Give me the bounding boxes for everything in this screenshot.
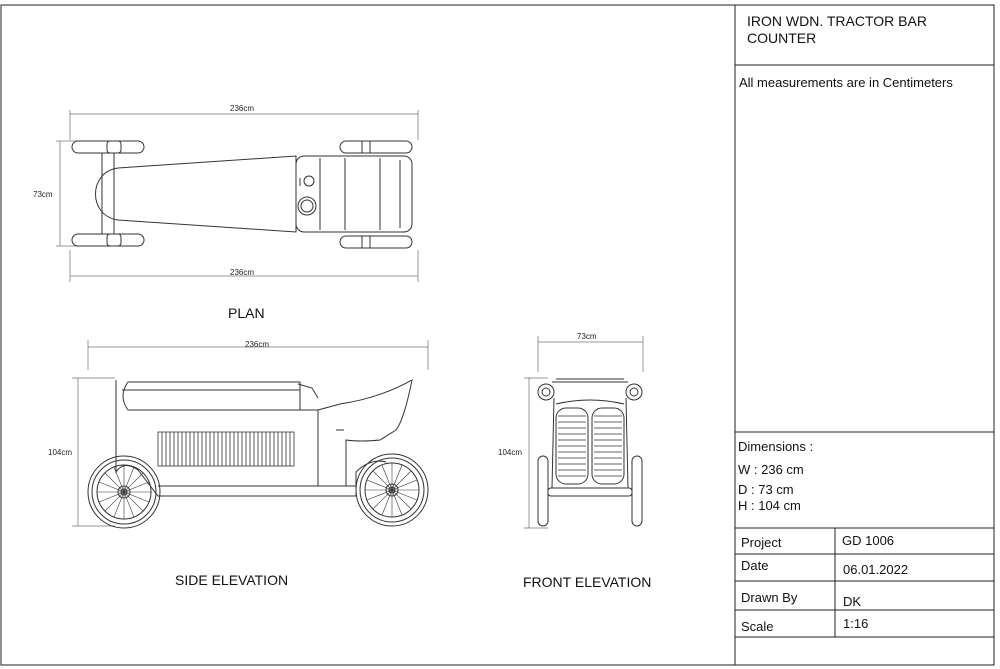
scale-label: Scale — [741, 619, 774, 634]
side-elevation-label: SIDE ELEVATION — [175, 572, 289, 588]
date-value: 06.01.2022 — [843, 562, 909, 577]
dimension-depth: D : 73 cm — [738, 482, 794, 497]
side-height-dimension: 104cm — [48, 448, 73, 457]
drawn-by-value: DK — [843, 594, 862, 609]
units-note: All measurements are in Centimeters — [739, 75, 953, 90]
dimension-width: W : 236 cm — [738, 462, 804, 477]
project-label: Project — [741, 535, 782, 550]
front-height-dimension: 104cm — [498, 448, 523, 457]
date-label: Date — [741, 558, 769, 573]
plan-width-dimension-bottom: 236cm — [230, 268, 255, 277]
front-elevation-view — [524, 336, 644, 529]
sheet-frame — [0, 4, 995, 666]
drawing-title: IRON WDN. TRACTOR BAR COUNTER — [747, 13, 927, 46]
side-width-dimension: 236cm — [245, 340, 270, 349]
side-elevation-view — [72, 340, 429, 529]
plan-depth-dimension: 73cm — [33, 190, 53, 199]
plan-view-label: PLAN — [228, 305, 265, 321]
dimension-height: H : 104 cm — [738, 498, 801, 513]
front-elevation-label: FRONT ELEVATION — [523, 574, 652, 590]
side-grille — [157, 431, 295, 467]
drawn-by-label: Drawn By — [741, 590, 798, 605]
plan-width-dimension-top: 236cm — [230, 104, 255, 113]
dimensions-heading: Dimensions : — [738, 439, 814, 454]
plan-view — [56, 110, 419, 282]
project-value: GD 1006 — [842, 533, 895, 548]
scale-value: 1:16 — [843, 616, 869, 631]
front-depth-dimension: 73cm — [577, 332, 597, 341]
